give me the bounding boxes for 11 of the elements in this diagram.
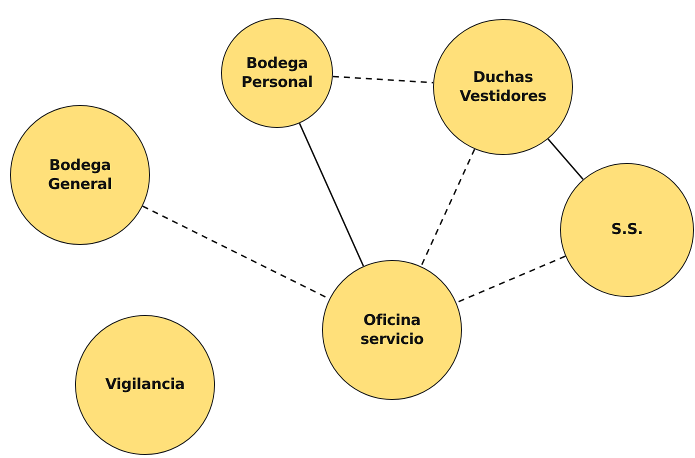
node-label: Duchas Vestidores (458, 68, 548, 106)
node-label: Bodega General (47, 156, 113, 194)
node-label: Bodega Personal (240, 54, 314, 92)
dashed-connector (332, 76, 434, 84)
connector-line (298, 123, 364, 266)
connector-line (548, 138, 584, 180)
node-label: Vigilancia (105, 375, 185, 395)
dashed-connector (420, 148, 476, 267)
dashed-connector (456, 256, 566, 304)
node-label: Oficina servicio (359, 310, 425, 350)
node-label: S.S. (611, 220, 643, 240)
